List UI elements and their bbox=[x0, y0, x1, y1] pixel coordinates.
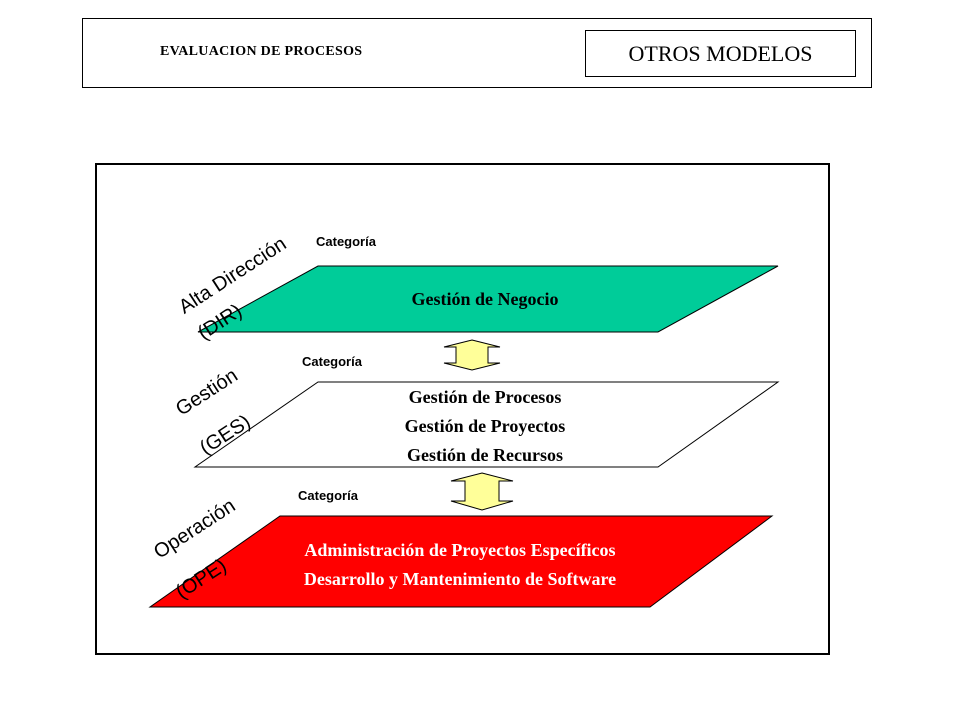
category-label-dir: Categoría bbox=[316, 234, 376, 249]
double-arrow-icon bbox=[443, 339, 501, 371]
layer-ges-shape bbox=[193, 381, 780, 468]
category-label-ope: Categoría bbox=[298, 488, 358, 503]
layer-ope-line: Administración de Proyectos Específicos bbox=[304, 540, 616, 560]
layer-ges-line: Gestión de Proyectos bbox=[404, 416, 566, 436]
layer-ope-shape bbox=[148, 515, 774, 608]
layer-dir-shape bbox=[197, 265, 779, 333]
diagram-frame bbox=[95, 163, 830, 655]
double-arrow-icon bbox=[450, 472, 514, 511]
header-box bbox=[82, 18, 872, 88]
layer-ges-line: Gestión de Recursos bbox=[407, 445, 563, 465]
layer-ope-line: Desarrollo y Mantenimiento de Software bbox=[303, 569, 617, 589]
layer-dir-text: Gestión de Negocio bbox=[330, 285, 640, 314]
layer-ges-line: Gestión de Procesos bbox=[408, 387, 562, 407]
category-label-ges: Categoría bbox=[302, 354, 362, 369]
layer-dir-line: Gestión de Negocio bbox=[411, 289, 559, 309]
models-badge: OTROS MODELOS bbox=[585, 30, 856, 77]
layer-ges-text: Gestión de Procesos Gestión de Proyectos… bbox=[330, 383, 640, 470]
layer-ope-text: Administración de Proyectos Específicos … bbox=[240, 536, 680, 594]
page-title: EVALUACION DE PROCESOS bbox=[160, 44, 363, 59]
